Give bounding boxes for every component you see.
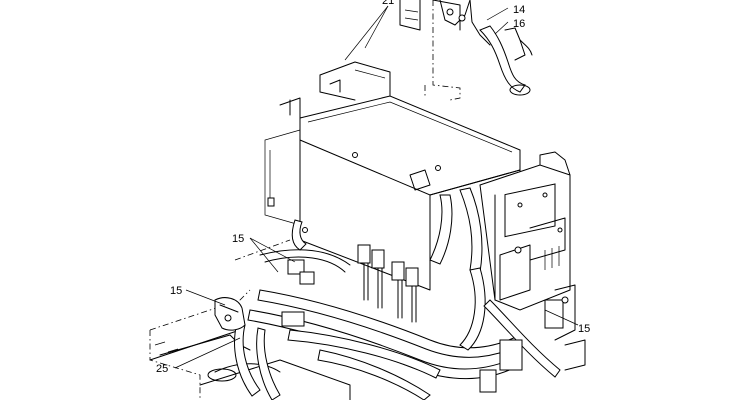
callout-15-top: 15	[232, 233, 244, 245]
callout-15-right: 15	[578, 323, 590, 335]
hose-assembly-top	[439, 0, 533, 96]
relay-bracket	[479, 151, 586, 371]
callout-15-left: 15	[170, 285, 182, 297]
left-clamp	[214, 297, 246, 331]
callout-14: 14	[513, 4, 525, 16]
leader-15	[174, 237, 579, 369]
connector-blocks	[281, 244, 569, 393]
callout-labels: 21 14 16 15 15 15 25	[156, 0, 590, 375]
wiring-harness	[234, 187, 561, 400]
leader-21	[344, 5, 389, 61]
callout-25: 25	[156, 363, 168, 375]
rear-bracket	[319, 0, 461, 101]
callout-21: 21	[382, 0, 394, 7]
control-box	[264, 95, 521, 291]
callout-16: 16	[513, 18, 525, 30]
